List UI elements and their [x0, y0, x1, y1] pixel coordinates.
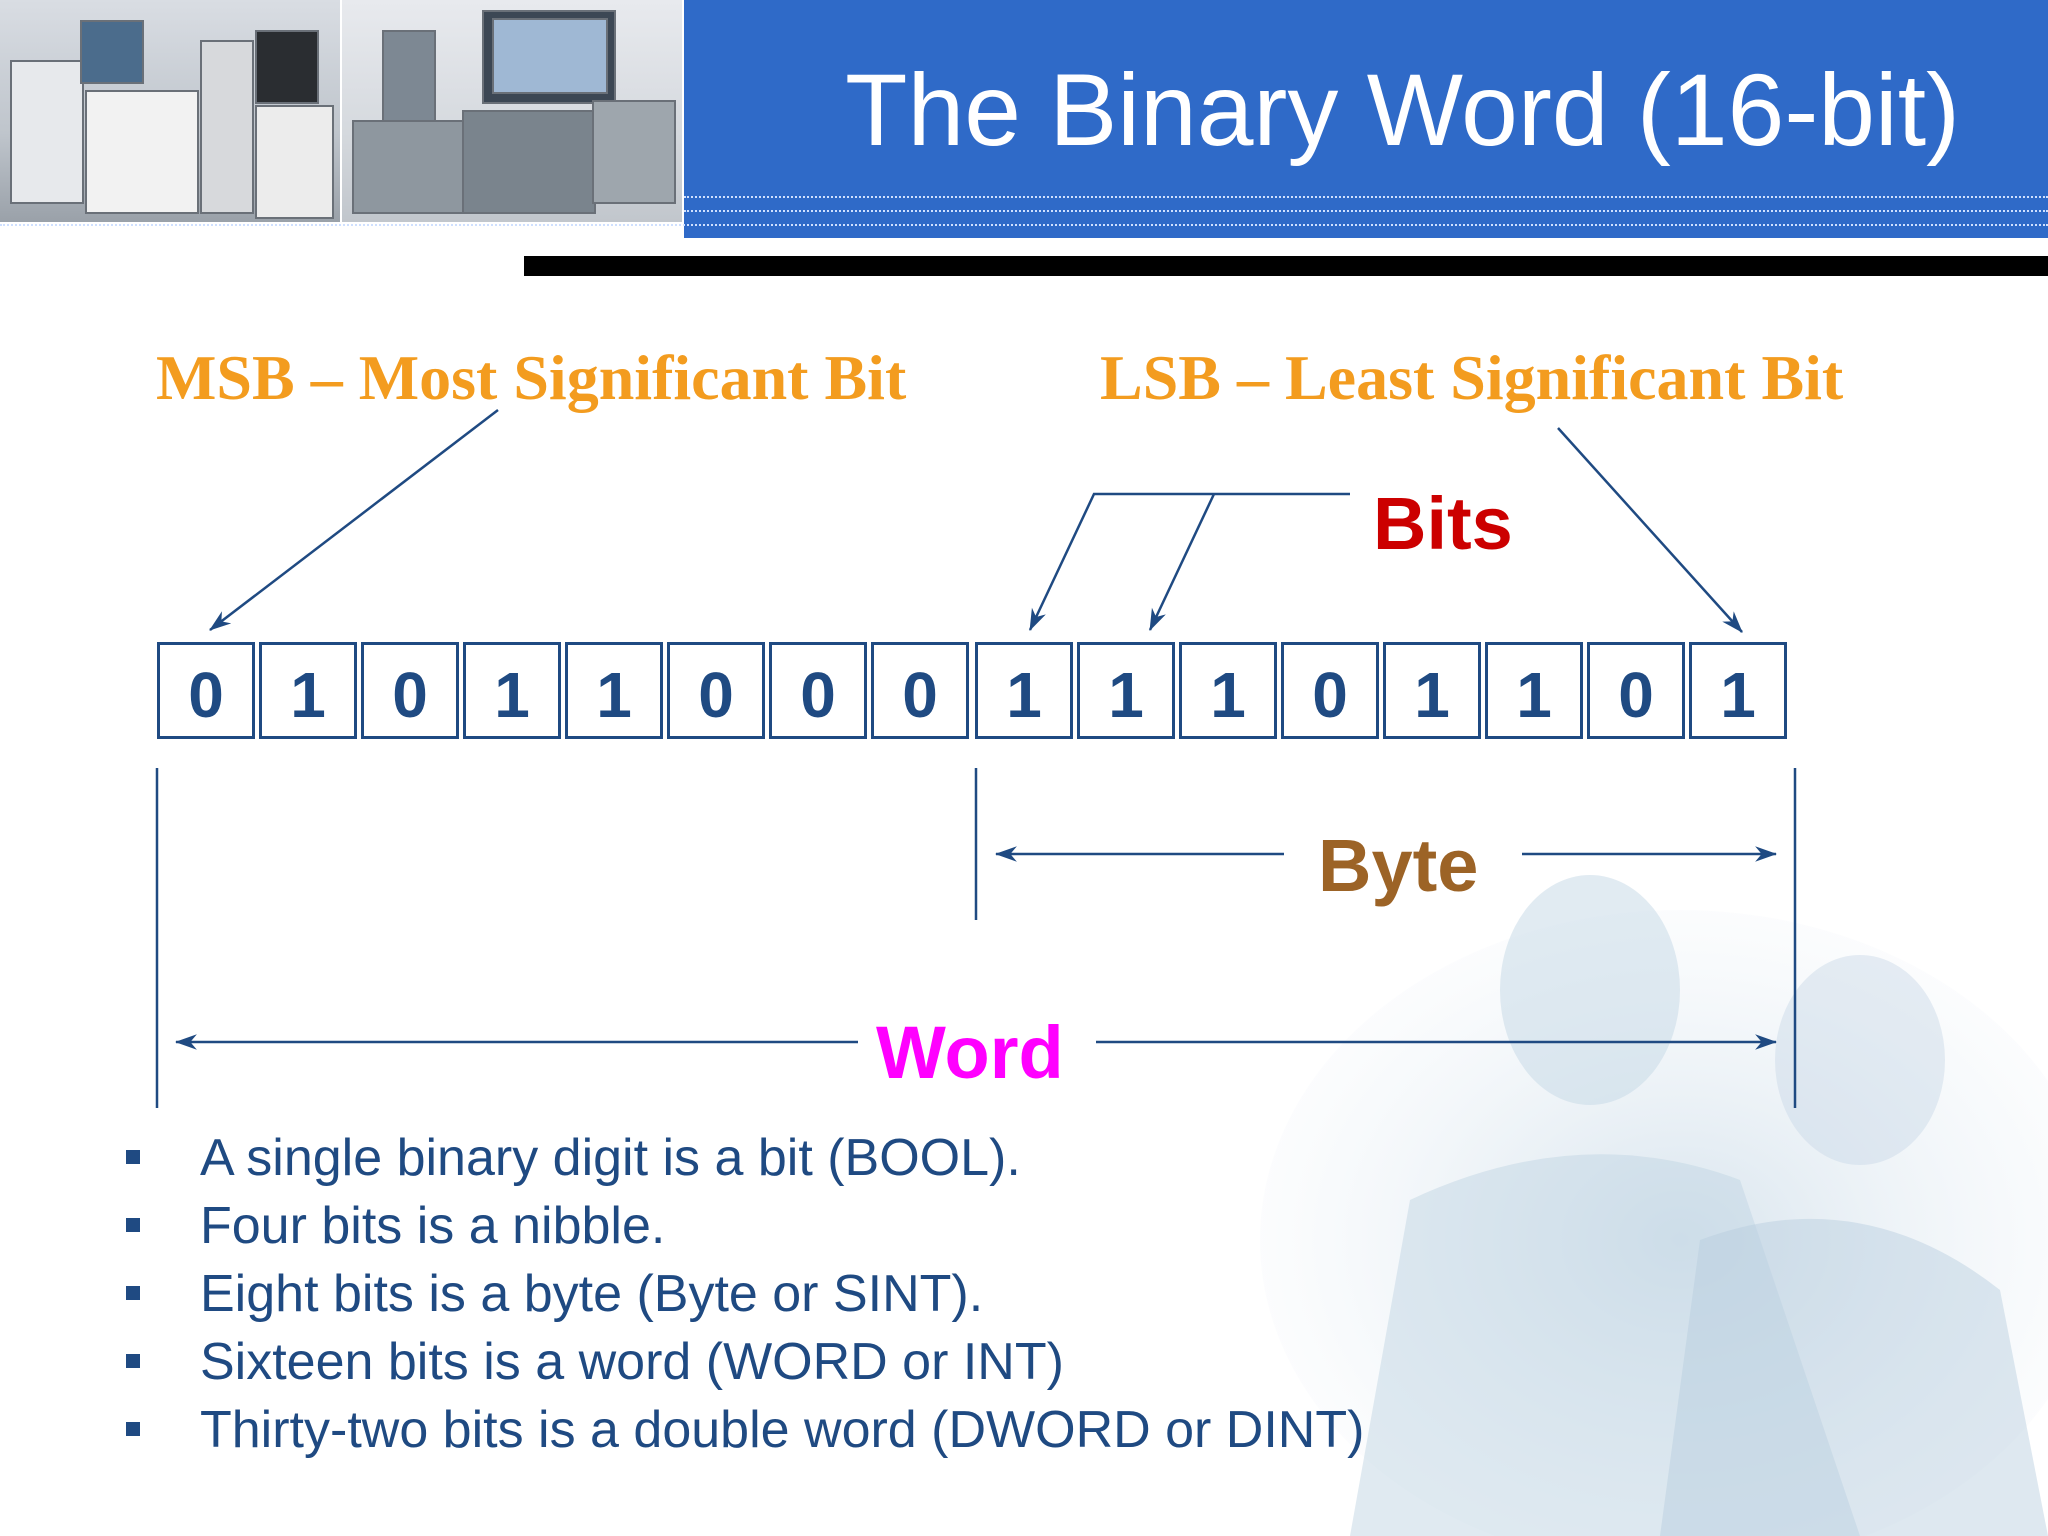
bullet-text: Thirty-two bits is a double word (DWORD …: [200, 1401, 1365, 1459]
bits-label: Bits: [1373, 482, 1513, 565]
bit-cell: 0: [871, 642, 969, 739]
header-white-strip: [0, 238, 524, 278]
watermark-figure: [1260, 875, 2048, 1536]
bullet-text: Four bits is a nibble.: [200, 1197, 666, 1255]
header-dotted-line-top: [684, 196, 2048, 198]
plc-hardware-photo-left: [0, 0, 340, 222]
bit-cell: 0: [1281, 642, 1379, 739]
bit-cell: 1: [1179, 642, 1277, 739]
bullet-square-icon: [126, 1218, 140, 1232]
lsb-label: LSB – Least Significant Bit: [1100, 342, 1844, 413]
word-label: Word: [876, 1011, 1064, 1094]
bit-cell: 1: [1689, 642, 1787, 739]
lsb-pointer-arrow: [1557, 427, 1743, 633]
bullet-square-icon: [126, 1150, 140, 1164]
bit-cell: 0: [1587, 642, 1685, 739]
bits-pointer-line: [1028, 492, 1350, 631]
msb-label: MSB – Most Significant Bit: [156, 342, 907, 413]
bit-cell: 1: [259, 642, 357, 739]
bit-cell: 1: [1077, 642, 1175, 739]
bit-cell: 1: [975, 642, 1073, 739]
bullet-square-icon: [126, 1286, 140, 1300]
header-dotted-line-mid: [684, 210, 2048, 212]
bit-cell: 0: [157, 642, 255, 739]
bit-cell: 1: [1383, 642, 1481, 739]
slide-title: The Binary Word (16-bit): [845, 53, 1960, 167]
bit-cell: 1: [1485, 642, 1583, 739]
bit-cell: 0: [361, 642, 459, 739]
msb-pointer-arrow: [209, 409, 499, 631]
header-black-bar: [524, 256, 2048, 276]
plc-hardware-photo-right: [342, 0, 682, 222]
bullet-square-icon: [126, 1354, 140, 1368]
byte-label: Byte: [1318, 824, 1479, 907]
bullet-square-icon: [126, 1422, 140, 1436]
bullet-text: Sixteen bits is a word (WORD or INT): [200, 1333, 1064, 1391]
bit-cell: 0: [769, 642, 867, 739]
bit-cell: 0: [667, 642, 765, 739]
bullet-text: A single binary digit is a bit (BOOL).: [200, 1129, 1021, 1187]
title-band: [684, 0, 2048, 238]
bit-cell: 1: [463, 642, 561, 739]
header-dotted-line-bottom: [0, 224, 2048, 226]
bullet-text: Eight bits is a byte (Byte or SINT).: [200, 1265, 984, 1323]
bits-pointer-arrow: [1148, 493, 1216, 631]
bit-cell: 1: [565, 642, 663, 739]
